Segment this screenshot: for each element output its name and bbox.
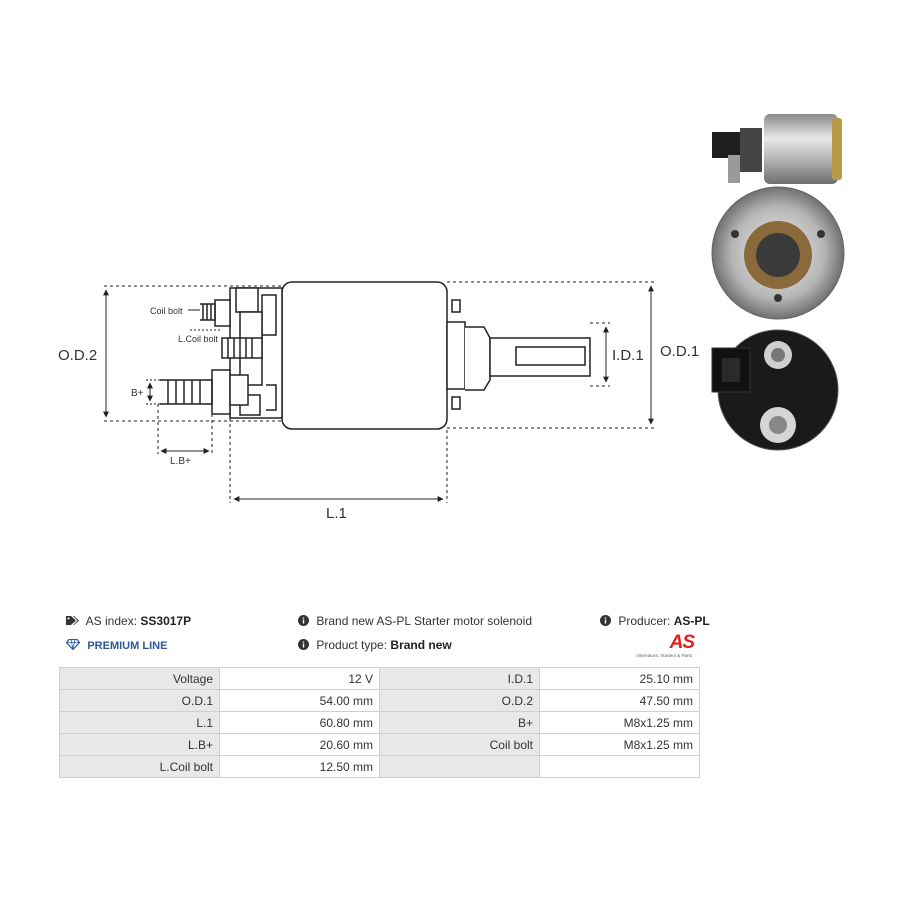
spec-key: Voltage (59, 667, 220, 690)
spec-value: 60.80 mm (219, 711, 380, 734)
bplus-label: B+ (131, 388, 144, 399)
spec-key: O.D.2 (379, 689, 540, 712)
spec-key: Coil bolt (379, 733, 540, 756)
producer: Producer: AS-PL (600, 614, 710, 629)
solenoid-outline (160, 281, 591, 430)
description: Brand new AS-PL Starter motor solenoid (298, 614, 532, 629)
tag-icon (66, 615, 79, 629)
od1-label: O.D.1 (660, 343, 699, 360)
table-row: O.D.1 54.00 mm O.D.2 47.50 mm (59, 689, 700, 712)
producer-label: Producer: (618, 614, 671, 628)
as-index: AS index: SS3017P (66, 614, 191, 629)
spec-value: 47.50 mm (539, 689, 700, 712)
spec-key: L.1 (59, 711, 220, 734)
product-photo-front (711, 186, 845, 320)
spec-table: Voltage 12 V I.D.1 25.10 mm O.D.1 54.00 … (59, 667, 700, 778)
as-index-value: SS3017P (140, 614, 192, 628)
premium-line-label: PREMIUM LINE (87, 640, 168, 652)
info-icon (298, 614, 309, 629)
table-row: L.1 60.80 mm B+ M8x1.25 mm (59, 711, 700, 734)
product-type-label: Product type: (316, 638, 388, 652)
description-text: Brand new AS-PL Starter motor solenoid (316, 614, 533, 628)
spec-value: 54.00 mm (219, 689, 380, 712)
table-row: L.Coil bolt 12.50 mm (59, 755, 700, 778)
dimension-labels: O.D.2 O.D.1 I.D.1 L.1 L.B+ B+ Coil bolt … (58, 306, 699, 522)
spec-key: B+ (379, 711, 540, 734)
info-icon (600, 614, 611, 629)
spec-value: 20.60 mm (219, 733, 380, 756)
coil-bolt-label: Coil bolt (150, 306, 183, 316)
id1-label: I.D.1 (612, 347, 644, 364)
spec-key: L.B+ (59, 733, 220, 756)
product-type: Product type: Brand new (298, 638, 452, 653)
table-row: Voltage 12 V I.D.1 25.10 mm (59, 667, 700, 690)
spec-key: O.D.1 (59, 689, 220, 712)
spec-value: 12 V (219, 667, 380, 690)
spec-value: 25.10 mm (539, 667, 700, 690)
spec-value (539, 755, 700, 778)
lb-label: L.B+ (170, 456, 191, 467)
dimension-lines (103, 281, 655, 503)
producer-value: AS-PL (673, 614, 710, 628)
od2-label: O.D.2 (58, 347, 97, 364)
as-index-label: AS index: (85, 614, 138, 628)
info-icon (298, 638, 309, 653)
as-pl-logo: AS Alternators, Starters & Parts (636, 632, 700, 662)
product-photo-rear (711, 329, 839, 451)
spec-key (379, 755, 540, 778)
spec-key: L.Coil bolt (59, 755, 220, 778)
l1-label: L.1 (326, 505, 347, 522)
diamond-icon (65, 638, 81, 653)
table-row: L.B+ 20.60 mm Coil bolt M8x1.25 mm (59, 733, 700, 756)
spec-key: I.D.1 (379, 667, 540, 690)
spec-value: 12.50 mm (219, 755, 380, 778)
premium-line: PREMIUM LINE (65, 638, 168, 653)
spec-value: M8x1.25 mm (539, 711, 700, 734)
technical-drawing: O.D.2 O.D.1 I.D.1 L.1 L.B+ B+ Coil bolt … (58, 114, 845, 522)
spec-value: M8x1.25 mm (539, 733, 700, 756)
product-type-value: Brand new (390, 638, 452, 652)
l-coil-bolt-label: L.Coil bolt (178, 334, 219, 344)
product-photo-side (712, 114, 842, 184)
logo-tagline: Alternators, Starters & Parts (636, 653, 693, 658)
logo-mark: AS (669, 632, 695, 653)
